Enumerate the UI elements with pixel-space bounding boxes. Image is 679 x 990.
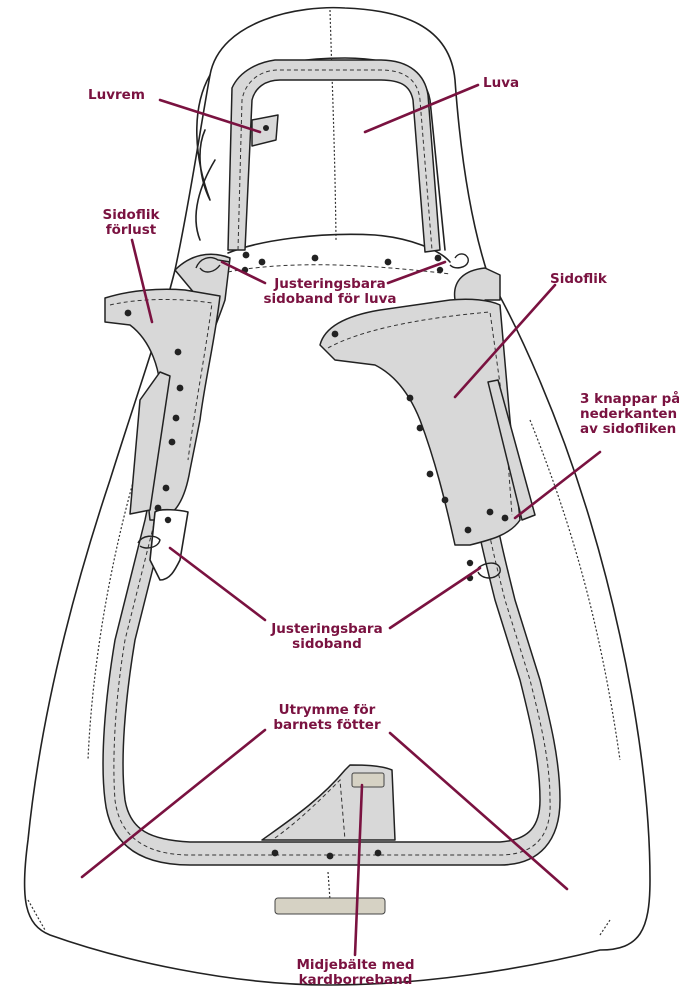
label-midje: Midjebälte med kardborreband [283, 958, 428, 988]
label-midje-line2: kardborreband [283, 973, 428, 988]
foot-velcro-patch [352, 773, 384, 787]
label-knappar-line1: 3 knappar på [580, 392, 675, 407]
label-utrymme: Utrymme för barnets fötter [262, 703, 392, 733]
label-sidoflik-forlust: Sidoflik förlust [98, 208, 164, 238]
label-utrymme-line2: barnets fötter [262, 718, 392, 733]
label-luva-text: Luva [483, 75, 519, 91]
label-sidoflik-forlust-line1: Sidoflik [98, 208, 164, 223]
label-midje-line1: Midjebälte med [283, 958, 428, 973]
label-justering-line1: Justeringsbara [268, 622, 386, 637]
label-luva: Luva [483, 76, 519, 91]
label-justering-luva-line1: Justeringsbara [260, 277, 400, 292]
label-sidoflik: Sidoflik [550, 272, 607, 287]
label-luvrem: Luvrem [88, 88, 145, 103]
label-justering: Justeringsbara sidoband [268, 622, 386, 652]
label-luvrem-text: Luvrem [88, 87, 145, 103]
label-knappar-line2: nederkanten [580, 407, 675, 422]
label-sidoflik-forlust-line2: förlust [98, 223, 164, 238]
label-justering-line2: sidoband [268, 637, 386, 652]
label-knappar-line3: av sidofliken [580, 422, 675, 437]
label-justering-luva-line2: sidoband för luva [260, 292, 400, 307]
label-knappar: 3 knappar på nederkanten av sidofliken [580, 392, 675, 437]
waist-velcro [275, 898, 385, 914]
label-sidoflik-text: Sidoflik [550, 271, 607, 287]
label-justering-luva: Justeringsbara sidoband för luva [260, 277, 400, 307]
label-utrymme-line1: Utrymme för [262, 703, 392, 718]
